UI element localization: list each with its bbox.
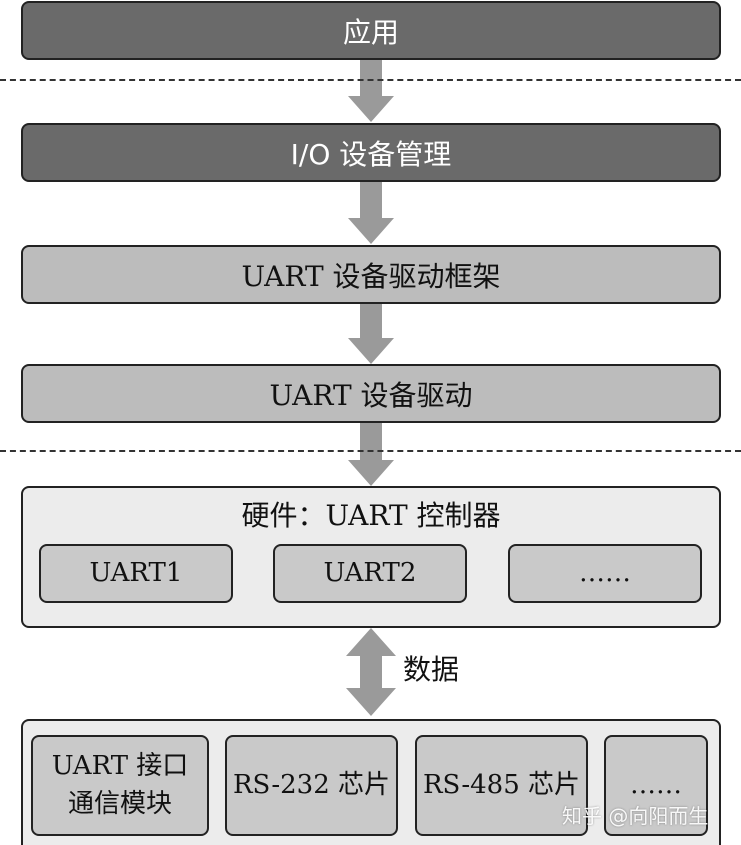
layer-application-label: 应用 — [342, 15, 399, 49]
peripheral-label-line1: UART 接口 — [51, 750, 189, 781]
down-arrow-2 — [348, 182, 394, 244]
layer-driver-label: UART 设备驱动 — [269, 378, 473, 412]
peripheral-label: RS-485 芯片 — [422, 769, 581, 800]
controller-item-label: UART1 — [89, 557, 183, 588]
peripheral-more: …… — [604, 735, 708, 836]
down-arrow-3 — [348, 304, 394, 364]
layer-framework-label: UART 设备驱动框架 — [241, 259, 501, 293]
separator-line-top — [0, 79, 741, 81]
controller-title: 硬件：UART 控制器 — [241, 499, 501, 532]
down-arrow-4 — [348, 423, 394, 486]
peripheral-label: RS-232 芯片 — [232, 769, 391, 800]
separator-line-bottom — [0, 450, 741, 452]
controller-item-uart1: UART1 — [39, 544, 233, 603]
peripheral-uart-comm-module: UART 接口 通信模块 — [31, 735, 209, 836]
peripheral-rs232-chip: RS-232 芯片 — [225, 735, 398, 836]
peripheral-label: …… — [630, 769, 682, 800]
watermark: 知乎 @向阳而生 — [562, 804, 709, 828]
layer-application: 应用 — [21, 1, 721, 60]
controller-item-label: …… — [579, 557, 631, 588]
peripheral-label-line2: 通信模块 — [67, 788, 172, 819]
controller-item-uart2: UART2 — [273, 544, 467, 603]
peripheral-rs485-chip: RS-485 芯片 — [415, 735, 588, 836]
layer-io-device-management: I/O 设备管理 — [21, 123, 721, 182]
layer-uart-device-driver: UART 设备驱动 — [21, 364, 721, 423]
data-label: 数据 — [403, 653, 460, 686]
down-arrow-1 — [348, 60, 394, 122]
layer-io-label: I/O 设备管理 — [290, 137, 452, 171]
controller-item-label: UART2 — [323, 557, 417, 588]
layer-uart-driver-framework: UART 设备驱动框架 — [21, 245, 721, 304]
bidirectional-data-arrow — [346, 628, 396, 716]
controller-item-more: …… — [508, 544, 702, 603]
